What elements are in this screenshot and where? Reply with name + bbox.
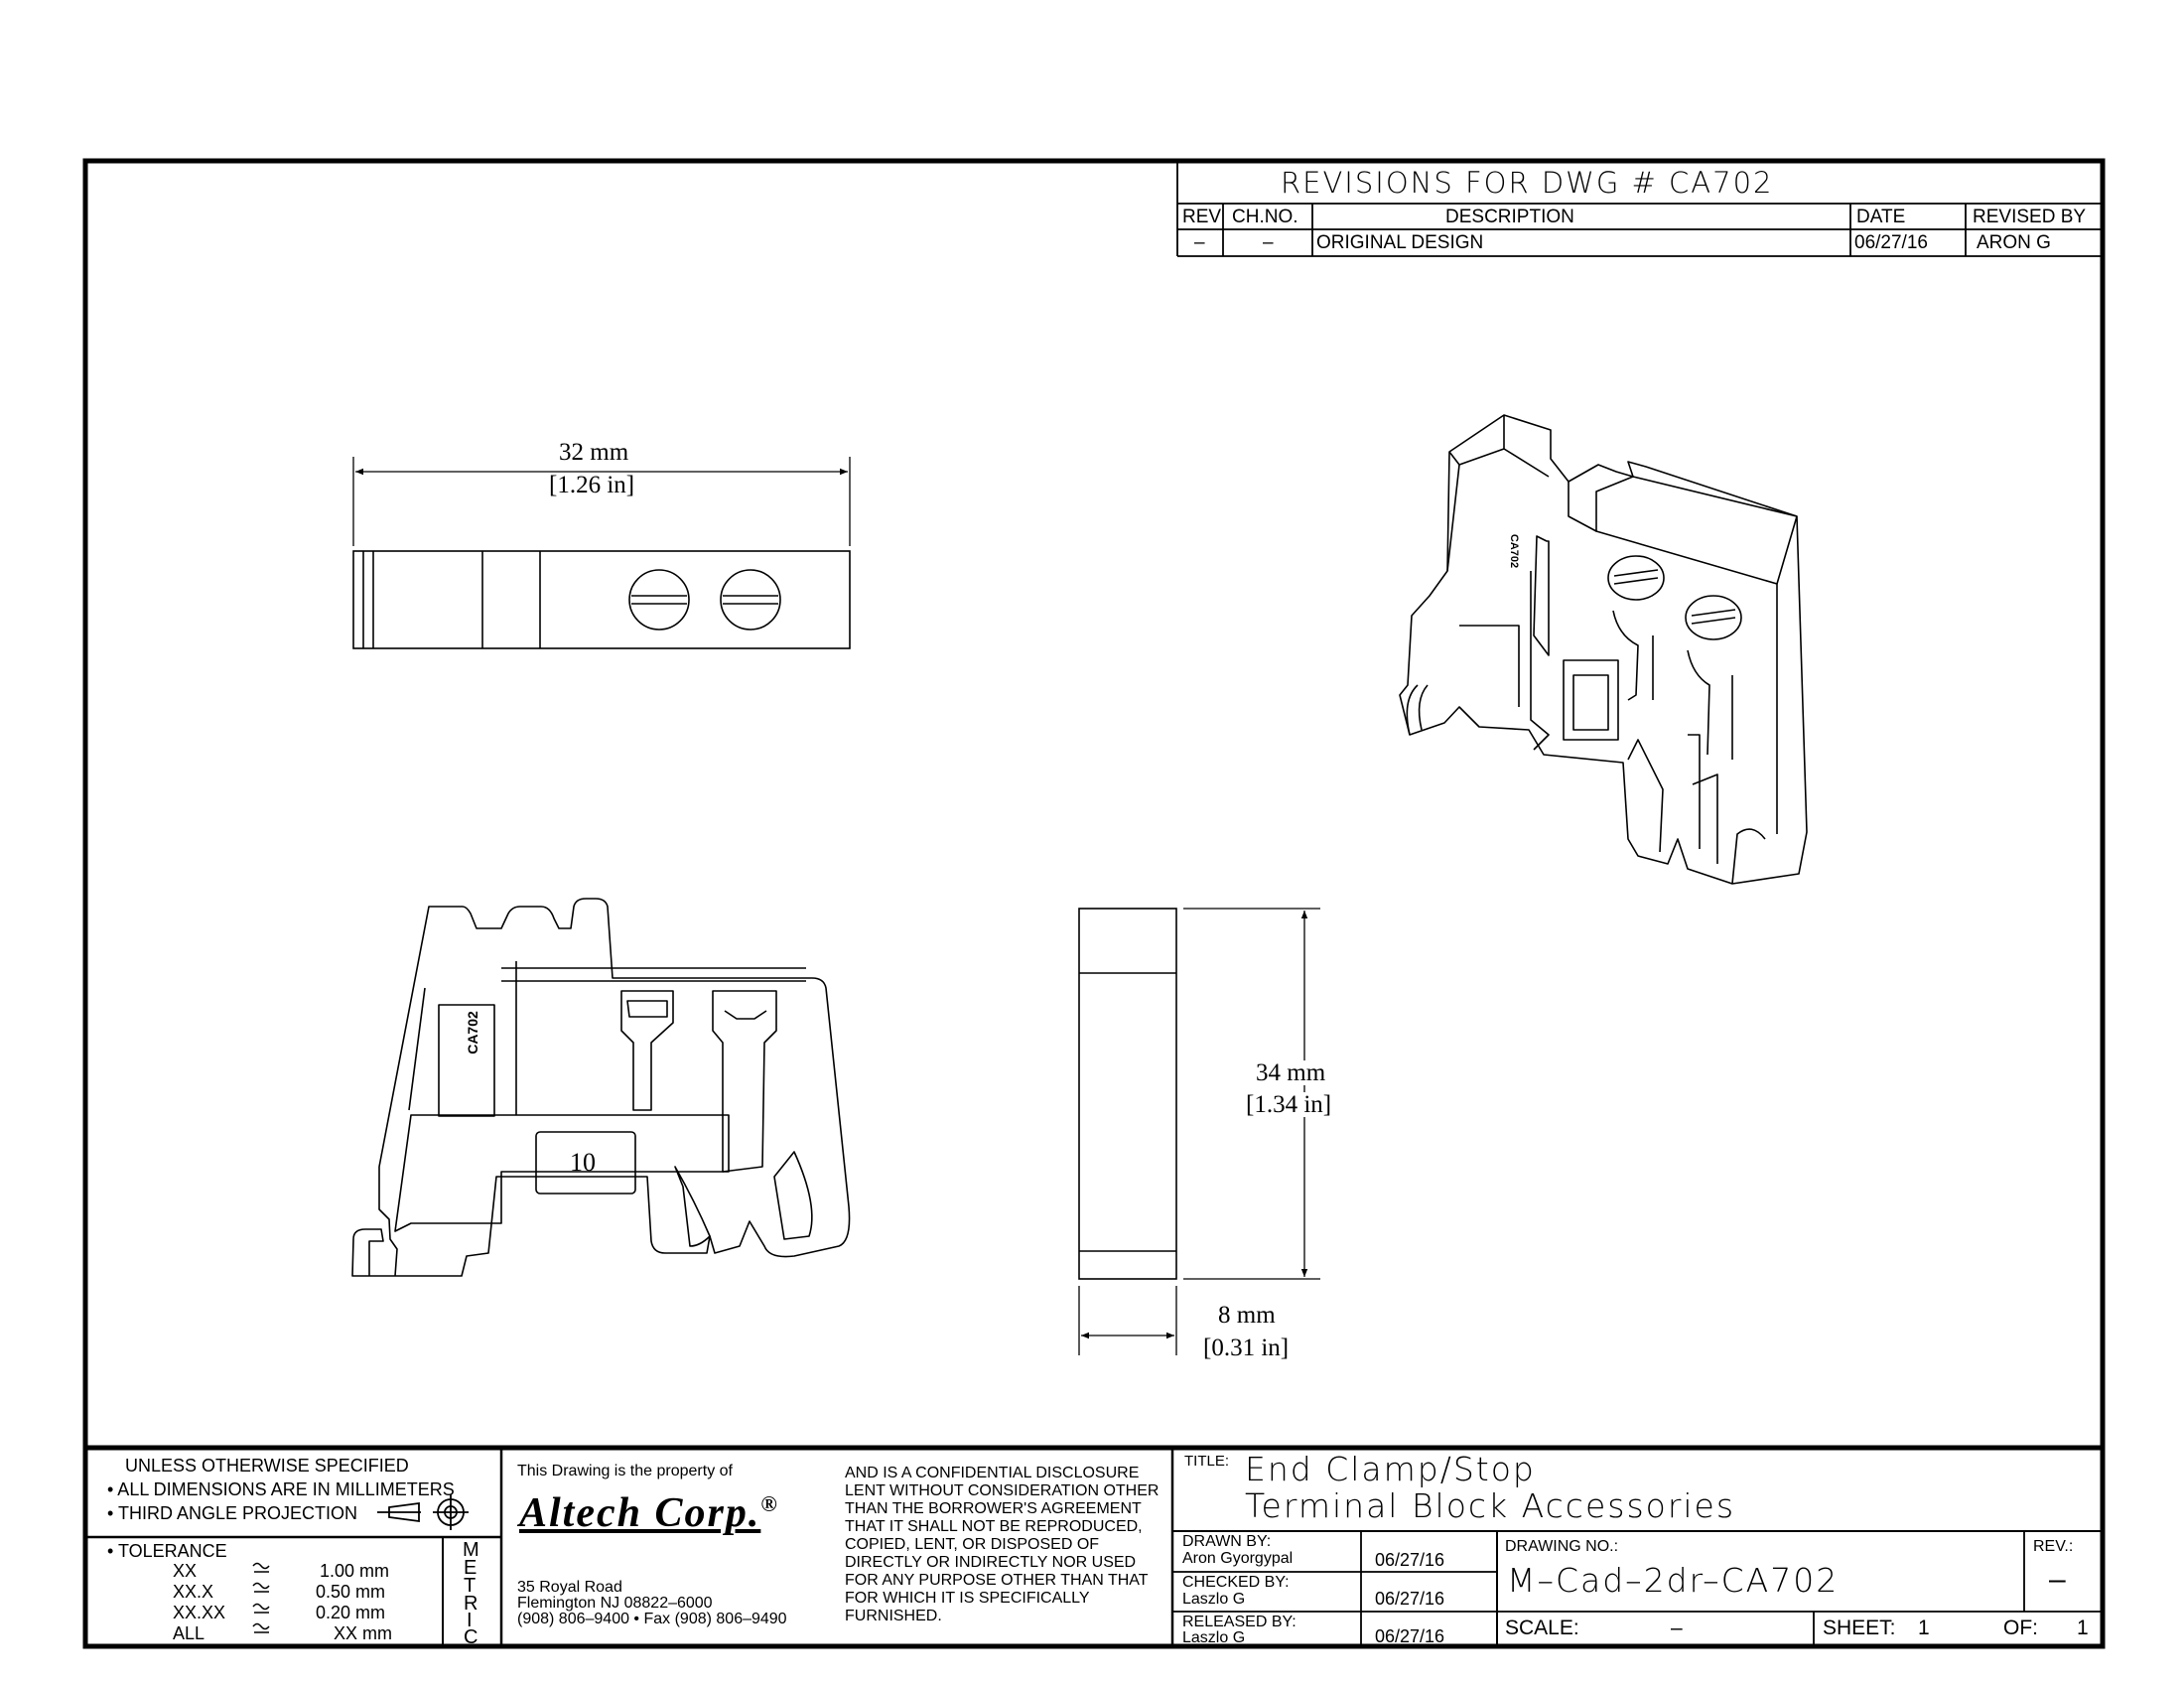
disclosure-line: FURNISHED. bbox=[845, 1608, 942, 1624]
rev-col-rev: REV bbox=[1182, 207, 1222, 227]
company-logo-text: Altech Corp. bbox=[519, 1490, 761, 1536]
notes-line3: • THIRD ANGLE PROJECTION bbox=[107, 1503, 358, 1523]
phone-line: (908) 806–9400 • Fax (908) 806–9490 bbox=[517, 1611, 787, 1627]
revisions-header: REVISIONS FOR DWG # CA702 bbox=[1281, 166, 1774, 200]
notes-line1: UNLESS OTHERWISE SPECIFIED bbox=[125, 1456, 409, 1476]
released-by-name: Laszlo G bbox=[1182, 1629, 1246, 1646]
front-view-marking: CA702 bbox=[465, 1011, 480, 1055]
top-view-dimension bbox=[352, 457, 851, 546]
released-date: 06/27/16 bbox=[1375, 1626, 1445, 1646]
title-label: TITLE: bbox=[1184, 1453, 1230, 1470]
disclosure-line: FOR WHICH IT IS SPECIFICALLY bbox=[845, 1590, 1090, 1607]
tolerance-val: 0.20 mm bbox=[316, 1603, 386, 1622]
checked-by-name: Laszlo G bbox=[1182, 1591, 1246, 1608]
checked-date: 06/27/16 bbox=[1375, 1589, 1445, 1609]
of-value: 1 bbox=[2077, 1617, 2089, 1639]
tolerance-val: XX mm bbox=[334, 1623, 393, 1643]
side-view bbox=[1078, 908, 1177, 1280]
top-width-mm-label: 32 mm bbox=[559, 439, 629, 466]
drawn-by-name: Aron Gyorgypal bbox=[1182, 1550, 1294, 1567]
rev-col-description: DESCRIPTION bbox=[1445, 207, 1574, 227]
disclosure-line: FOR ANY PURPOSE OTHER THAN THAT bbox=[845, 1572, 1149, 1589]
isometric-view-marking: CA702 bbox=[1508, 534, 1520, 568]
rev-row-description: ORIGINAL DESIGN bbox=[1316, 232, 1484, 253]
drawing-no-label: DRAWING NO.: bbox=[1505, 1538, 1619, 1555]
tolerance-fmt: ALL bbox=[173, 1623, 205, 1643]
isometric-view bbox=[1399, 414, 1808, 885]
rev-col-date: DATE bbox=[1856, 207, 1906, 227]
rev-label: REV.: bbox=[2033, 1538, 2074, 1555]
screw-head-icon bbox=[628, 569, 690, 631]
drawing-number: M–Cad–2dr–CA702 bbox=[1507, 1561, 1840, 1600]
screw-head-icon bbox=[1607, 555, 1665, 601]
tolerance-fmt: XX.XX bbox=[173, 1603, 226, 1622]
registered-mark: ® bbox=[760, 1491, 779, 1516]
front-view bbox=[351, 898, 851, 1277]
metric-letter: M bbox=[463, 1539, 479, 1561]
disclosure-line: DIRECTLY OR INDIRECTLY NOR USED bbox=[845, 1554, 1137, 1571]
part-marking-iso: CA702 bbox=[1508, 534, 1520, 568]
part-marking-front: CA702 bbox=[465, 1011, 480, 1055]
slot-number-label: 10 bbox=[570, 1148, 596, 1177]
revisions-table bbox=[1176, 161, 2103, 257]
rev-col-chno: CH.NO. bbox=[1232, 207, 1298, 227]
side-width-in-label: [0.31 in] bbox=[1203, 1335, 1290, 1361]
tolerance-fmt: XX.X bbox=[173, 1582, 214, 1602]
sheet-border bbox=[82, 158, 2106, 1649]
notes-line2: • ALL DIMENSIONS ARE IN MILLIMETERS bbox=[107, 1479, 455, 1499]
title-line2: Terminal Block Accessories bbox=[1245, 1486, 1736, 1525]
side-height-mm-label: 34 mm bbox=[1256, 1059, 1326, 1086]
company-logo: Altech Corp.® bbox=[519, 1492, 779, 1534]
drawn-by-label: DRAWN BY: bbox=[1182, 1533, 1272, 1550]
sheet-value: 1 bbox=[1918, 1617, 1930, 1639]
rev-row-chno: – bbox=[1263, 232, 1274, 253]
disclosure-line: THAN THE BORROWER'S AGREEMENT bbox=[845, 1500, 1142, 1517]
side-width-mm-label: 8 mm bbox=[1218, 1302, 1276, 1329]
third-angle-projection-symbol bbox=[377, 1494, 469, 1530]
tolerance-label: • TOLERANCE bbox=[107, 1541, 227, 1561]
title-block-lines bbox=[85, 1445, 2103, 1646]
top-width-in-label: [1.26 in] bbox=[549, 472, 635, 498]
checked-by-label: CHECKED BY: bbox=[1182, 1574, 1290, 1591]
rev-col-revised-by: REVISED BY bbox=[1973, 207, 2087, 227]
rev-value: – bbox=[2049, 1563, 2066, 1596]
of-label: OF: bbox=[2003, 1617, 2038, 1639]
tolerance-val: 1.00 mm bbox=[320, 1561, 390, 1581]
sheet-label: SHEET: bbox=[1823, 1617, 1896, 1639]
top-view bbox=[352, 550, 851, 649]
tolerance-fmt: XX bbox=[173, 1561, 198, 1581]
metric-letter: C bbox=[464, 1626, 478, 1648]
drawn-date: 06/27/16 bbox=[1375, 1550, 1445, 1570]
rev-row-date: 06/27/16 bbox=[1854, 232, 1928, 253]
screw-head-icon bbox=[1685, 595, 1742, 640]
side-view-dimensions bbox=[1078, 908, 1320, 1355]
property-line: This Drawing is the property of bbox=[517, 1463, 733, 1479]
tolerance-val: 0.50 mm bbox=[316, 1582, 386, 1602]
released-by-label: RELEASED BY: bbox=[1182, 1614, 1297, 1630]
disclosure-line: THAT IT SHALL NOT BE REPRODUCED, bbox=[845, 1518, 1143, 1535]
rev-row-revised-by: ARON G bbox=[1977, 232, 2051, 253]
scale-value: – bbox=[1671, 1617, 1683, 1639]
address-line1: 35 Royal Road bbox=[517, 1579, 622, 1596]
address-line2: Flemington NJ 08822–6000 bbox=[517, 1595, 713, 1612]
screw-head-icon bbox=[720, 569, 781, 631]
rev-row-rev: – bbox=[1194, 232, 1205, 253]
tolerance-approx-signs bbox=[252, 1562, 270, 1633]
metric-letter: E bbox=[464, 1557, 478, 1579]
metric-letter: I bbox=[467, 1610, 473, 1631]
disclosure-line: AND IS A CONFIDENTIAL DISCLOSURE bbox=[845, 1465, 1140, 1481]
scale-label: SCALE: bbox=[1505, 1617, 1579, 1639]
disclosure-line: COPIED, LENT, OR DISPOSED OF bbox=[845, 1536, 1100, 1553]
title-line1: End Clamp/Stop bbox=[1245, 1450, 1536, 1488]
metric-letter: T bbox=[464, 1575, 477, 1597]
side-height-in-label: [1.34 in] bbox=[1246, 1091, 1332, 1118]
metric-letter: R bbox=[464, 1593, 478, 1615]
disclosure-line: LENT WITHOUT CONSIDERATION OTHER bbox=[845, 1482, 1160, 1499]
